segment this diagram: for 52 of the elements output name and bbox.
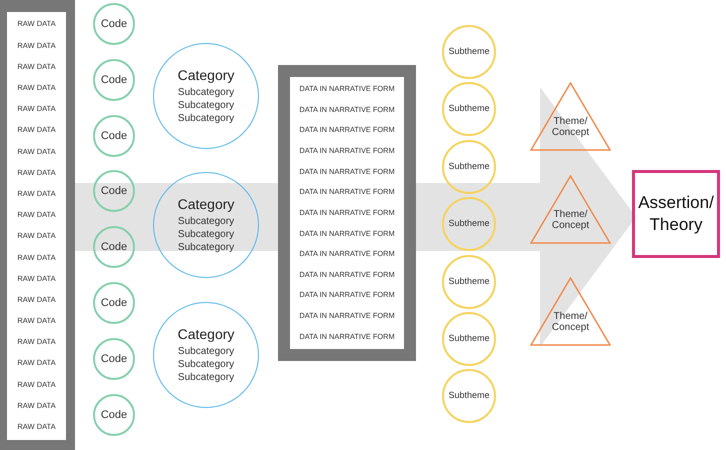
node-label: Subtheme bbox=[448, 391, 490, 401]
node-label: Subtheme bbox=[448, 104, 490, 114]
subcategory-label: Subcategory bbox=[178, 346, 234, 358]
raw-data-panel bbox=[0, 0, 75, 450]
node-label: Code bbox=[100, 74, 128, 86]
code-circle bbox=[93, 338, 135, 380]
code-circle bbox=[93, 394, 135, 436]
category-circle bbox=[153, 172, 259, 278]
narrative-data-panel bbox=[278, 65, 416, 361]
subcategory-label: Subcategory bbox=[178, 100, 234, 112]
node-label: Subtheme bbox=[448, 277, 490, 287]
subcategory-label: Subcategory bbox=[178, 229, 234, 240]
node-label: Theme/ Concept bbox=[550, 116, 590, 138]
subtheme-circle bbox=[442, 82, 496, 136]
node-label: Theme/ Concept bbox=[550, 209, 590, 231]
node-label: Code bbox=[100, 296, 128, 310]
category-heading: Category bbox=[178, 326, 234, 342]
node-label: Subtheme bbox=[448, 47, 490, 57]
node-label: Code bbox=[100, 352, 128, 366]
code-circle bbox=[93, 170, 135, 212]
node-label: Theme/ Concept bbox=[550, 311, 590, 333]
node-label: Assertion/ Theory bbox=[637, 192, 715, 236]
subtheme-circle bbox=[442, 369, 496, 423]
assertion-box bbox=[632, 170, 720, 258]
code-circle bbox=[93, 282, 135, 324]
category-heading: Category bbox=[178, 196, 234, 212]
subcategory-label: Subcategory bbox=[178, 216, 234, 228]
subtheme-circle bbox=[442, 312, 496, 366]
category-circle bbox=[153, 43, 259, 149]
category-heading: Category bbox=[178, 68, 234, 84]
subcategory-label: Subcategory bbox=[178, 113, 234, 124]
subcategory-label: Subcategory bbox=[178, 372, 234, 384]
code-circle bbox=[93, 3, 135, 45]
subcategory-label: Subcategory bbox=[178, 242, 234, 254]
node-label: Code bbox=[100, 184, 128, 198]
subtheme-circle bbox=[442, 25, 496, 79]
node-label: Code bbox=[100, 240, 128, 254]
code-circle bbox=[93, 59, 135, 101]
subtheme-circle bbox=[442, 255, 496, 309]
node-label: Code bbox=[100, 408, 128, 422]
subcategory-label: Subcategory bbox=[178, 359, 234, 370]
code-circle bbox=[93, 226, 135, 268]
category-circle bbox=[153, 302, 259, 408]
node-label: Code bbox=[100, 18, 128, 30]
code-circle bbox=[93, 115, 135, 157]
subtheme-circle bbox=[442, 197, 496, 251]
subcategory-label: Subcategory bbox=[178, 87, 234, 98]
node-label: Subtheme bbox=[448, 334, 490, 344]
node-label: Code bbox=[100, 130, 128, 142]
node-label: Subtheme bbox=[448, 219, 490, 229]
subtheme-circle bbox=[442, 140, 496, 194]
node-label: Subtheme bbox=[448, 162, 490, 172]
